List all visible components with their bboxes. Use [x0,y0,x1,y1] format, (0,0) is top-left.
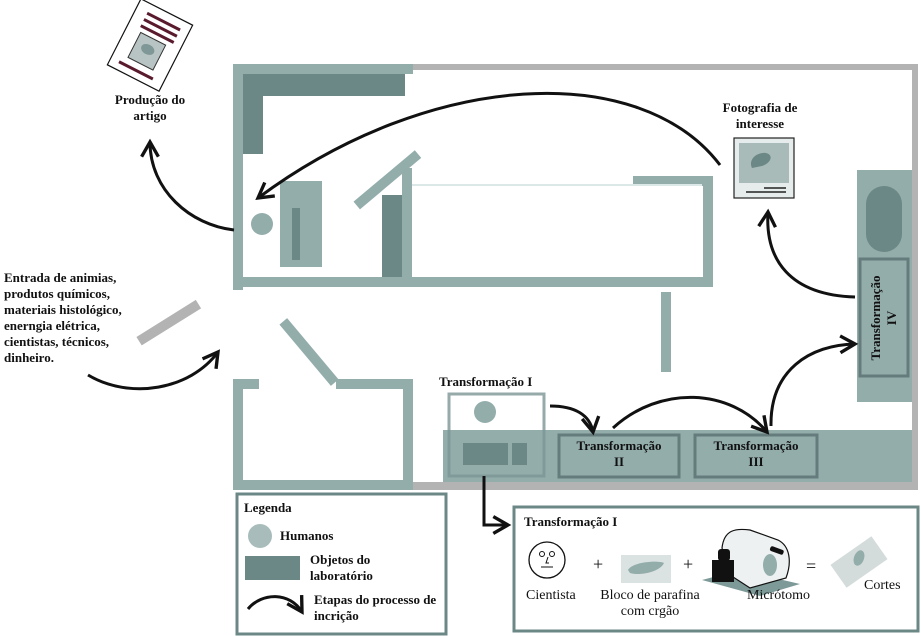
operator-equals: = [806,556,817,576]
t2-line: II [613,454,625,469]
label-producao-artigo: Produção do artigo [114,92,186,123]
transformation-4-station[interactable] [858,257,910,378]
detail-title: Transformação I [524,514,618,529]
label-entrada: Entrada de animias, produtos químicos, m… [4,270,174,366]
outer-wall [136,64,918,490]
tissue-slice-icon [830,536,888,588]
upper-left-room [233,64,713,290]
entrada-line: cientistas, técnicos, [4,334,110,349]
arrow-photo-to-lab [255,91,722,201]
label-transformacao-1: Transformação I [439,374,533,389]
transformation-2-station[interactable] [557,433,681,479]
arrow-to-article [140,138,235,232]
scientist-face-icon [528,541,566,579]
arrow-t2-t3 [611,395,770,435]
transformation-1-station[interactable] [447,392,546,478]
operator-plus: + [683,554,694,574]
operator-plus: + [593,554,604,574]
lab-object-rect-icon [245,556,300,580]
legend-item-humanos: Humanos [280,528,334,543]
label-transformacao-4: Transformação IV [868,260,900,376]
entrada-line: dinheiro. [4,350,54,365]
arrow-t1-t2 [549,404,601,436]
legend-box [235,492,448,636]
human-marker [251,213,273,235]
transformation-3-station[interactable] [693,433,819,479]
middle-upper-room [353,150,713,372]
detail-label-cortes: Cortes [864,578,901,593]
arrow-t1-detail [482,476,512,535]
detail-box [512,505,920,633]
detail-label-microtomo: Micrótomo [747,588,810,603]
detail-label-bloco: Bloco de parafina com crgão [600,588,700,619]
process-arrow-icon [246,595,304,615]
lab-bench [280,181,322,267]
paraffin-block-icon [621,555,671,583]
legend-item-objetos: Objetos do laboratório [310,552,373,583]
process-arrows [87,91,859,535]
human-circle-icon [248,524,272,548]
microtome-icon [702,528,800,596]
t3-line: Transformação [713,438,799,453]
t3-line: III [748,454,764,469]
legend-title: Legenda [244,500,292,515]
legend-item-etapas: Etapas do processo de incrição [314,592,437,623]
photograph-icon [733,137,795,199]
detail-label-cientista: Cientista [526,588,576,603]
arrow-entry [87,349,221,391]
entrada-line: produtos químicos, [4,286,110,301]
entrada-line: enerngia elétrica, [4,318,101,333]
label-transformacao-3: Transformação III [695,438,817,470]
entrada-line: Entrada de animias, [4,270,117,285]
label-fotografia-interesse: Fotografia de interesse [722,100,798,131]
arrow-t3-t4 [769,334,859,427]
entrada-line: materiais histológico, [4,302,122,317]
arrow-t4-photo [757,208,856,299]
t2-line: Transformação [576,438,662,453]
t4-line: IV [884,310,899,326]
article-icon [106,0,194,92]
lower-left-room [233,318,413,490]
label-transformacao-2: Transformação II [559,438,679,470]
t4-line: Transformação [868,275,883,361]
